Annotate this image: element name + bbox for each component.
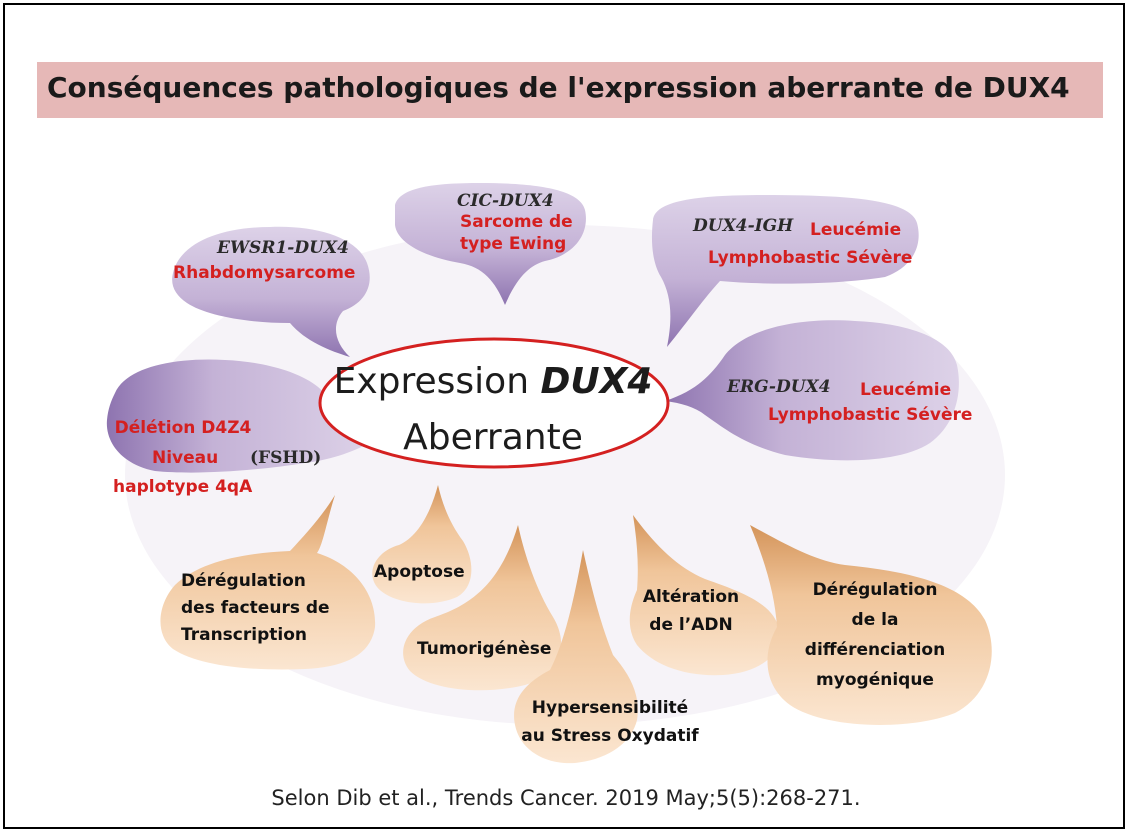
consequence-transcription-line3: Transcription: [181, 625, 307, 645]
consequence-adn-line2: de l’ADN: [649, 615, 733, 635]
disease-label-leucemie-1b: Lymphobastic Sévère: [708, 248, 913, 268]
center-expression-label: Expression: [333, 361, 530, 402]
consequence-transcription-line1: Dérégulation: [181, 571, 306, 591]
bubble-deregulation-transcription: [160, 495, 376, 670]
fshd-label-line1: Délétion D4Z4: [114, 418, 252, 438]
disease-label-leucemie-2a: Leucémie: [860, 380, 952, 400]
bubble-alteration-adn: [629, 515, 780, 676]
bubble-deregulation-myogenique: [750, 525, 992, 725]
bubble-ewsr1-dux4: [172, 226, 370, 357]
disease-label-sarcome-2: type Ewing: [460, 234, 567, 254]
page-title: Conséquences pathologiques de l'expressi…: [47, 71, 1070, 104]
bubble-tumorigenese: [403, 525, 562, 691]
center-gene-label: DUX4: [540, 361, 653, 402]
consequence-myogenique-line4: myogénique: [816, 670, 934, 690]
bubble-erg-dux4: [665, 320, 959, 461]
center-ellipse: [318, 337, 670, 469]
consequence-stress-line2: au Stress Oxydatif: [521, 726, 699, 746]
consequence-myogenique-line3: différenciation: [804, 640, 946, 660]
citation: Selon Dib et al., Trends Cancer. 2019 Ma…: [271, 786, 861, 810]
center-aberrante-label: Aberrante: [403, 417, 583, 458]
consequence-transcription-line2: des facteurs de: [181, 598, 330, 618]
bubble-hypersensibilite: [514, 550, 638, 764]
fusion-label-ewsr1: EWSR1-DUX4: [217, 238, 349, 258]
disease-label-leucemie-1a: Leucémie: [810, 220, 902, 240]
bubble-cic-dux4: [395, 183, 586, 305]
slide: Conséquences pathologiques de l'expressi…: [3, 3, 1125, 829]
consequence-stress-line1: Hypersensibilité: [531, 698, 689, 718]
disease-label-sarcome-1: Sarcome de: [460, 212, 573, 232]
consequence-myogenique-line1: Dérégulation: [812, 580, 938, 600]
bubble-apoptose: [372, 485, 472, 604]
title-bar: Conséquences pathologiques de l'expressi…: [37, 62, 1103, 118]
consequence-apoptose: Apoptose: [374, 562, 465, 582]
disease-label-rhabdomysarcome: Rhabdomysarcome: [173, 263, 356, 283]
fshd-label-line3: haplotype 4qA: [113, 477, 253, 497]
consequence-adn-line1: Altération: [642, 587, 740, 607]
center-title-line1: Expression DUX4: [323, 361, 663, 402]
fshd-label-line2: Niveau: [152, 448, 219, 468]
bubble-fshd: [106, 359, 373, 473]
fusion-label-cic: CIC-DUX4: [457, 191, 554, 211]
consequence-myogenique-line2: de la: [851, 610, 899, 630]
fusion-label-erg: ERG-DUX4: [727, 377, 831, 397]
diagram-canvas: [106, 183, 1005, 764]
bubble-dux4-igh: [651, 195, 919, 347]
fusion-label-dux4-igh: DUX4-IGH: [693, 216, 794, 236]
disease-label-leucemie-2b: Lymphobastic Sévère: [768, 405, 973, 425]
center-title-line2: Aberrante: [323, 417, 663, 458]
consequence-tumorigenese: Tumorigénèse: [417, 639, 552, 659]
fshd-tag: (FSHD): [250, 448, 322, 468]
